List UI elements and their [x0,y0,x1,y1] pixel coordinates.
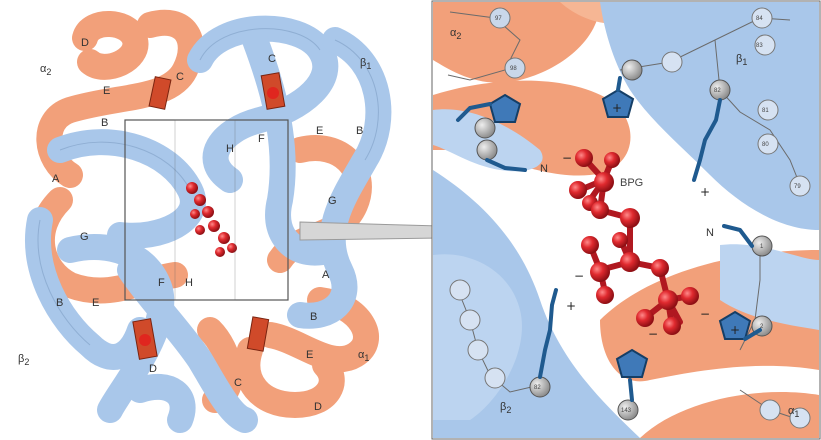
residue-84: 84 [756,16,763,22]
left-panel: α2 β1 β2 α1 D E C B C E B H F A G G A B … [18,23,378,420]
residue-97: 97 [495,16,502,22]
right-panel: 97 98 82 83 84 81 80 79 [432,1,820,439]
helix-label-d-bottom-right: D [314,401,322,413]
helix-label-g-right: G [328,195,337,207]
helix-label-f-mid: F [158,277,165,289]
residue-82-bottom: 82 [534,385,541,391]
helix-label-h-top: H [226,143,234,155]
helix-label-c-bottom: C [234,377,242,389]
n-terminus-label-right: N [706,227,714,239]
helix-label-c-top-right: C [268,53,276,65]
residue-98: 98 [510,66,517,72]
charge-minus-b: − [574,269,584,283]
helix-label-f-top: F [258,133,265,145]
charge-plus-bottom-left: + [566,299,576,313]
helix-label-b-right: B [356,125,363,137]
helix-label-h-mid: H [185,277,193,289]
helix-label-e-right: E [316,125,323,137]
residue-80: 80 [762,142,769,148]
residue-83: 83 [756,43,763,49]
helix-label-a-right: A [322,269,330,281]
residue-79: 79 [794,184,801,190]
charge-plus-center: + [700,185,710,199]
label-alpha2-left: α2 [40,63,51,77]
helix-label-d-bottom: D [149,363,157,375]
charge-minus-d: − [700,307,710,321]
helix-label-b-top-left: B [101,117,108,129]
charge-plus-his-right: + [730,323,740,337]
helix-label-a-left: A [52,173,60,185]
helix-label-c-top-left: C [176,71,184,83]
residue-143: 143 [621,408,632,414]
helix-label-e-top: E [103,85,110,97]
charge-minus-a: − [562,151,572,165]
charge-minus-c: − [648,327,658,341]
label-beta2-left: β2 [18,353,29,367]
charge-plus-his-top: + [612,101,622,115]
n-terminus-label-top: N [540,163,548,175]
residue-82-top: 82 [714,88,721,94]
residue-81: 81 [762,108,769,114]
bpg-label: BPG [620,177,643,189]
helix-label-d-top: D [81,37,89,49]
helix-label-g-left: G [80,231,89,243]
helix-label-b-left: B [56,297,63,309]
helix-label-e-left: E [92,297,99,309]
helix-label-e-bottom: E [306,349,313,361]
helix-label-b-bottom-right: B [310,311,317,323]
